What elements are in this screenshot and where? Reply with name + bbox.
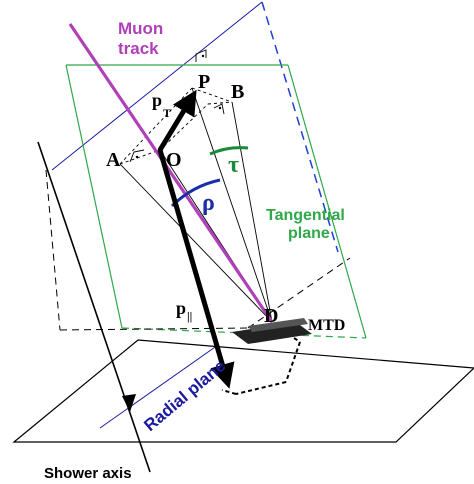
right-angle-dot-top (201, 54, 205, 58)
point-P-label: P (198, 71, 210, 93)
right-angle-dot-b (218, 106, 222, 110)
pT-label-main: p (152, 90, 162, 110)
tau-label: τ (228, 152, 239, 178)
point-O-label: O (166, 149, 182, 171)
tangential-plane (65, 64, 367, 339)
pT-label-sub: T (163, 106, 171, 120)
rho-label: ρ (202, 190, 215, 216)
ground-plane (12, 339, 474, 443)
mtd-label: MTD (308, 317, 345, 334)
p-parallel-label-sub: || (187, 309, 192, 323)
right-angle-dot-a (135, 155, 139, 159)
mtd-detector (232, 322, 312, 344)
p-parallel-arrow (157, 149, 235, 389)
point-D-label: D (264, 305, 278, 327)
radial-plane (51, 1, 339, 429)
muon-track-label-line2: track (118, 39, 159, 58)
tangential-plane-label-line2: plane (288, 225, 330, 242)
pT-arrow (157, 89, 197, 152)
mtd-detector-top (248, 318, 308, 332)
point-A-label: A (106, 149, 121, 171)
p-parallel-label-main: p (176, 298, 186, 318)
point-O-marker (157, 147, 163, 153)
muon-track-label-line1: Muon (118, 19, 163, 38)
muon-track (68, 23, 274, 323)
tau-arc (209, 146, 249, 156)
shower-axis-label: Shower axis (44, 465, 132, 482)
point-B-label: B (231, 81, 244, 103)
tangential-plane-label-line1: Tangential (266, 207, 345, 224)
shower-axis (37, 141, 151, 473)
plane-dashed-edges (45, 169, 351, 331)
projection-lines (221, 337, 301, 395)
